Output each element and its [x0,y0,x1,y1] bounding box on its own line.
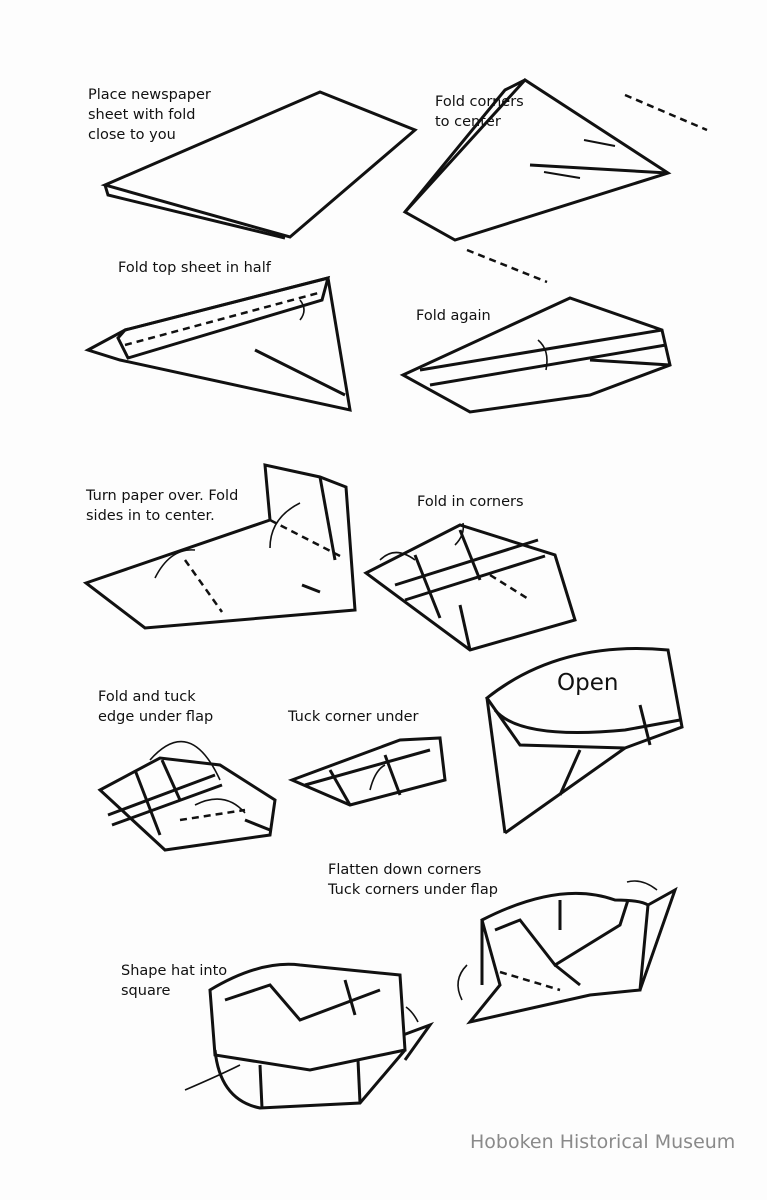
diagram-step2-triangle [402,78,708,284]
diagram-step9-open [484,647,684,835]
open-label: Open [557,670,619,696]
step6-caption: Fold in corners [417,494,524,510]
diagram-step11-shape-hat [184,962,435,1110]
diagram-step6-fold-corners [363,522,577,652]
diagram-step5-sides-center [82,463,357,630]
diagram-step4-fold-again [399,296,672,414]
diagram-step8-tuck-corner [287,736,447,807]
step3-caption: Fold top sheet in half [118,260,271,276]
step4-caption: Fold again [416,308,491,324]
diagram-step3-fold-half [84,275,352,412]
diagram-step10-flatten [457,880,678,1025]
step2-caption: Fold corners to center [435,94,524,130]
diagram-step1-sheet [100,90,418,240]
step10-caption: Flatten down corners Tuck corners under … [328,862,498,898]
watermark: Hoboken Historical Museum [470,1131,736,1153]
step5-caption: Turn paper over. Fold sides in to center… [86,488,239,524]
step7-caption: Fold and tuck edge under flap [98,689,214,725]
diagram-step7-tuck-edge [97,741,277,852]
step8-caption: Tuck corner under [288,709,419,725]
step1-caption: Place newspaper sheet with fold close to… [88,87,211,143]
step11-caption: Shape hat into square [121,963,228,999]
